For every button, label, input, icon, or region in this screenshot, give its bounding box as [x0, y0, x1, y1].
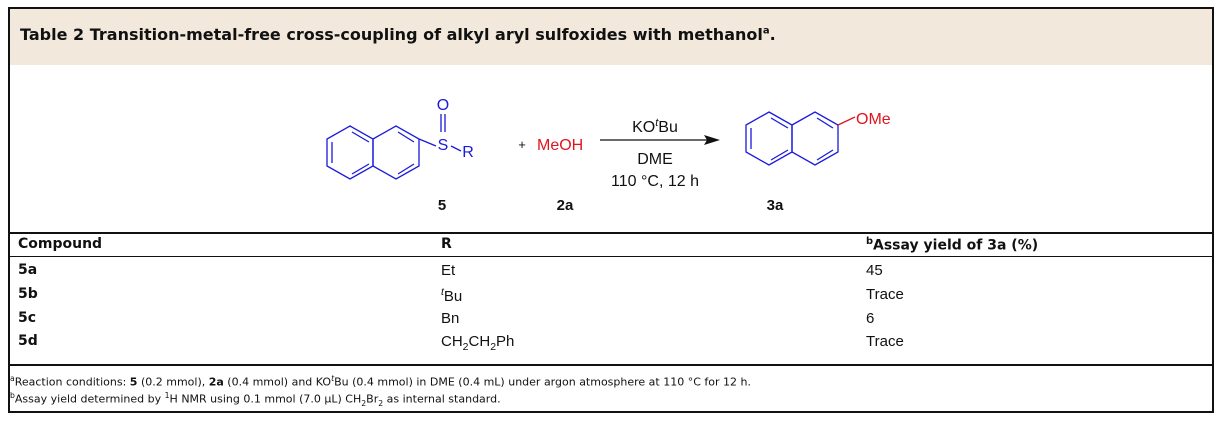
conditions: 110 °C, 12 h — [611, 173, 699, 190]
reaction-scheme: O S R + MeOH KOtBu DME 110 °C, 12 h OMe … — [326, 97, 891, 214]
row-yield: 45 — [866, 262, 883, 279]
sulfur-atom: S — [438, 137, 449, 154]
compound-label-5: 5 — [438, 197, 446, 214]
row-r: Bn — [441, 310, 460, 327]
footnote-b: bAssay yield determined by 1H NMR using … — [10, 391, 501, 408]
compound-label-2a: 2a — [557, 197, 574, 214]
methanol: MeOH — [537, 137, 583, 154]
footnote-a: aReaction conditions: 5 (0.2 mmol), 2a (… — [10, 374, 751, 389]
row-r: Et — [441, 262, 456, 279]
row-r: tBu — [441, 286, 463, 305]
row-r: CH2CH2Ph — [441, 333, 515, 353]
plus-sign: + — [518, 137, 526, 152]
table-title: Table 2 Transition-metal-free cross-coup… — [20, 25, 776, 44]
naphthalene-sulfoxide-structure — [326, 114, 462, 180]
table-frame: Table 2 Transition-metal-free cross-coup… — [8, 7, 1214, 413]
row-yield: Trace — [866, 333, 904, 350]
methoxynaphthalene-structure — [745, 111, 839, 166]
r-group: R — [462, 144, 474, 161]
table-bottom-rule — [8, 364, 1214, 366]
header-r: R — [441, 236, 452, 252]
row-compound: 5d — [18, 333, 38, 349]
table-top-rule — [8, 232, 1214, 234]
row-yield: Trace — [866, 286, 904, 303]
table-caption: Table 2 Transition-metal-free cross-coup… — [10, 9, 1212, 65]
row-compound: 5b — [18, 286, 38, 302]
solvent: DME — [637, 151, 673, 168]
compound-label-3a: 3a — [767, 197, 784, 214]
row-yield: 6 — [866, 310, 875, 327]
header-compound: Compound — [18, 236, 103, 252]
arrow-head-icon — [704, 135, 720, 145]
row-compound: 5c — [18, 310, 37, 326]
row-compound: 5a — [18, 262, 38, 278]
table-header-rule — [8, 256, 1214, 257]
methoxy-group: OMe — [856, 111, 891, 128]
oxygen-atom: O — [437, 97, 449, 114]
header-yield: bAssay yield of 3a (%) — [866, 236, 1039, 254]
reagent-base: KOtBu — [632, 117, 678, 136]
